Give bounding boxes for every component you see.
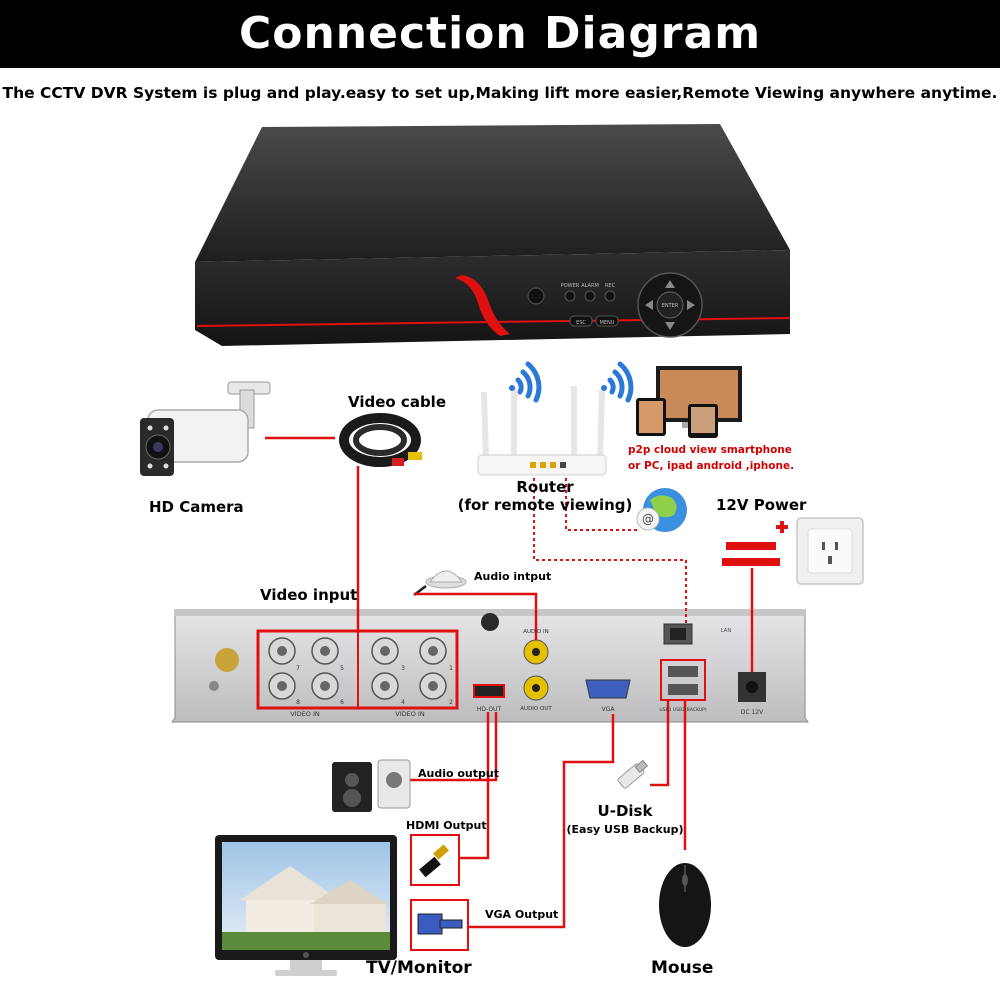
video-in-label-1: VIDEO IN <box>290 710 320 718</box>
camera-icon <box>140 381 271 476</box>
tv-monitor-label: TV/Monitor <box>366 958 472 978</box>
wifi-icon <box>601 361 634 403</box>
microphone-icon <box>413 570 467 596</box>
esc-button-label: ESC <box>576 320 586 326</box>
globe-icon: @ <box>636 488 687 532</box>
port-num: 5 <box>340 665 344 672</box>
router-icon <box>477 386 607 476</box>
cable-icon <box>339 413 422 467</box>
enter-button-label: ENTER <box>662 303 679 309</box>
lan-label: LAN <box>720 628 731 634</box>
video-in-label-2: VIDEO IN <box>395 710 425 718</box>
remote-devices-icon <box>636 366 742 438</box>
usb-port-2 <box>668 684 698 695</box>
led-rec-label: REC <box>605 283 616 289</box>
port-num: 3 <box>401 665 405 672</box>
port-num: 6 <box>340 699 344 706</box>
hd-camera-label: HD Camera <box>149 498 244 516</box>
led-power-label: POWER <box>561 283 580 289</box>
port-num: 2 <box>449 699 453 706</box>
audio-output-label: Audio output <box>418 767 499 780</box>
connection-lines <box>265 436 754 929</box>
dvr-front-unit <box>195 124 791 346</box>
speaker-icon <box>332 759 411 812</box>
plug-icon <box>796 517 864 585</box>
audio-input-label: Audio intput <box>474 570 552 583</box>
mouse-label: Mouse <box>651 958 714 978</box>
audio-in-label: AUDIO IN <box>523 629 548 635</box>
vga-label: VGA <box>602 706 616 713</box>
port-num: 4 <box>401 699 405 706</box>
vga-output-label: VGA Output <box>485 908 559 921</box>
usb-icon <box>617 759 649 789</box>
vga-cable-icon <box>417 913 463 935</box>
udisk-sublabel: (Easy USB Backup) <box>566 823 684 836</box>
mouse-icon <box>659 863 711 947</box>
page-title: Connection Diagram <box>238 8 762 59</box>
audio-out-label: AUDIO OUT <box>520 706 552 712</box>
port-num: 7 <box>296 665 300 672</box>
video-cable-label: Video cable <box>348 393 446 411</box>
hdmi-output-label: HDMI Output <box>406 819 487 832</box>
wifi-icon <box>509 361 542 403</box>
usb-port-1 <box>668 666 698 677</box>
router-sublabel: (for remote viewing) <box>457 496 633 514</box>
power-symbol-icon <box>722 521 788 566</box>
menu-button-label: MENU <box>600 320 615 326</box>
usb-label: USB1 USB2(BACKUP) <box>659 707 706 713</box>
udisk-label: U-Disk <box>597 802 653 820</box>
page-subtitle: The CCTV DVR System is plug and play.eas… <box>2 84 998 102</box>
router-label: Router <box>516 478 574 496</box>
hdmi-cable-icon <box>419 844 449 878</box>
hd-out-label: HD-OUT <box>477 706 502 713</box>
p2p-note-line1: p2p cloud view smartphone <box>628 444 792 456</box>
svg-text:@: @ <box>642 512 654 526</box>
p2p-note-line2: or PC, ipad android ,iphone. <box>628 460 795 472</box>
port-num: 1 <box>449 665 453 672</box>
vga-port <box>585 679 631 699</box>
hdmi-port <box>473 684 505 698</box>
led-alarm-label: ALARM <box>581 283 599 289</box>
dc-label: DC 12V <box>741 709 764 716</box>
video-input-label: Video input <box>260 586 358 604</box>
port-num: 8 <box>296 699 300 706</box>
monitor-icon <box>215 835 397 976</box>
power-12v-label: 12V Power <box>716 496 807 514</box>
title-bar: Connection Diagram <box>0 0 1000 68</box>
